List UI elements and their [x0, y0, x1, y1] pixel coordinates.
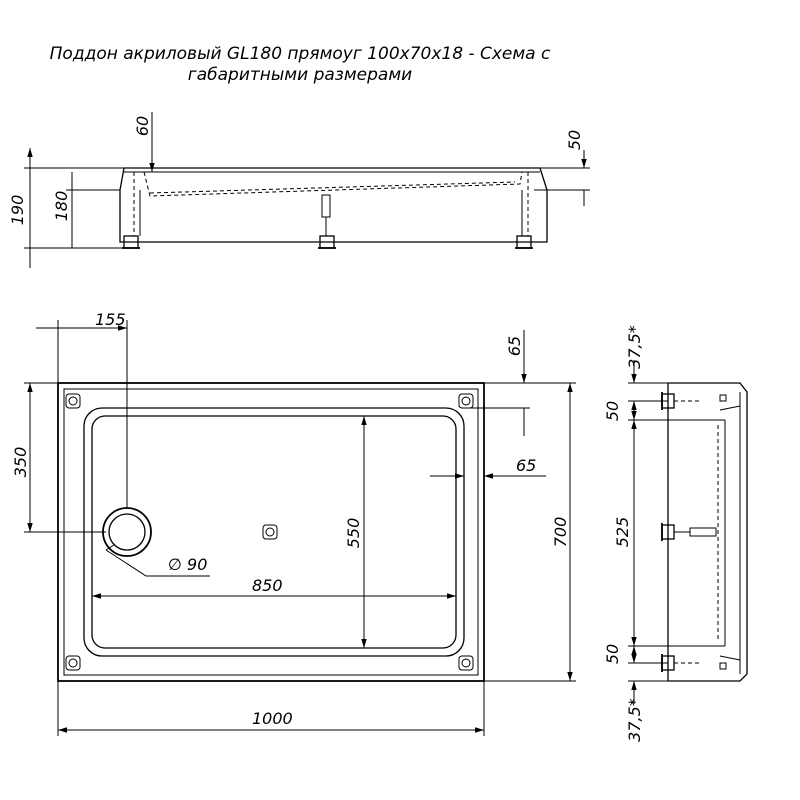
end-view-top-slope [719, 405, 741, 411]
end-view-mark-top [719, 394, 727, 402]
side-view: 190 180 60 50 [8, 112, 590, 268]
dim-label-850: 850 [252, 576, 283, 595]
top-view-outer-outline [57, 382, 485, 682]
dim-label-350: 350 [11, 447, 30, 478]
dim-label-60: 60 [133, 116, 152, 136]
drain-inner-circle [108, 513, 146, 551]
foot-marker-center [262, 524, 278, 540]
drain-outer-circle [102, 507, 152, 557]
dim-label-50-bottom: 50 [603, 644, 622, 664]
title-line-1: Поддон акриловый GL180 прямоуг 100х70х18… [49, 44, 551, 64]
title-line-2: габаритными размерами [187, 65, 413, 85]
end-view-bottom-slope [719, 655, 741, 661]
dim-label-37-5-top: 37,5* [625, 325, 644, 369]
dim-label-180: 180 [52, 191, 71, 222]
end-view-mark-bottom [719, 662, 727, 670]
dim-label-155: 155 [95, 310, 126, 329]
dim-label-550: 550 [344, 518, 363, 549]
side-view-body-outline [119, 167, 548, 243]
dim-label-drain-diameter: ∅ 90 [168, 555, 207, 574]
drawing-title: Поддон акриловый GL180 прямоуг 100х70х18… [0, 44, 600, 86]
side-view-hidden-bottom [149, 181, 516, 194]
dim-label-190: 190 [8, 195, 27, 226]
dim-label-525: 525 [613, 517, 632, 548]
end-view: 37,5* 50 525 50 37,5* [603, 325, 748, 742]
drain-leader-line [105, 549, 210, 577]
dim-label-65-top: 65 [505, 336, 524, 356]
foot-marker-top-left [65, 393, 81, 409]
foot-marker-bottom-right [458, 655, 474, 671]
side-view-drain-pipe [321, 194, 331, 218]
dim-label-50: 50 [565, 130, 584, 150]
top-view-rim-line [63, 388, 479, 676]
side-view-hidden-tray [143, 171, 523, 197]
dim-label-65-right: 65 [516, 456, 536, 475]
dim-label-50-top: 50 [603, 401, 622, 421]
foot-marker-top-right [458, 393, 474, 409]
foot-marker-bottom-left [65, 655, 81, 671]
end-view-drain-pipe [689, 527, 717, 537]
dim-label-1000: 1000 [252, 709, 293, 728]
dim-label-700: 700 [551, 517, 570, 548]
top-view: 155 65 65 350 550 700 850 1000 ∅ 90 [11, 310, 576, 736]
dim-label-37-5-bottom: 37,5* [625, 698, 644, 742]
drain-leader-tick [105, 544, 115, 551]
